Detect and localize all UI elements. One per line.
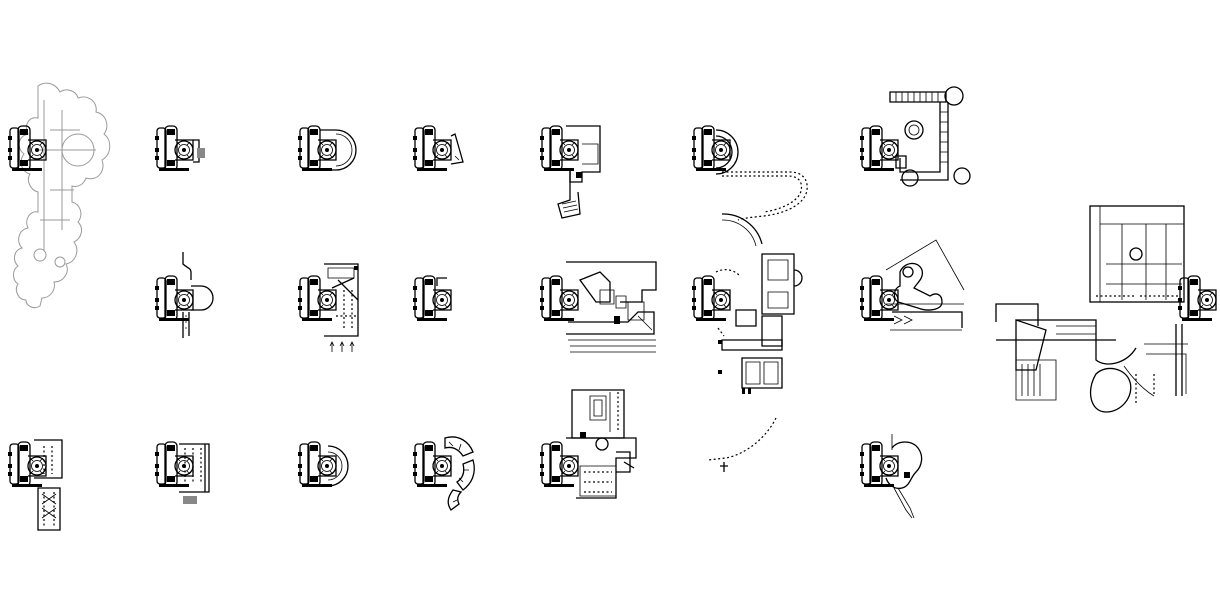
tower-wing-plan-icon bbox=[859, 86, 971, 187]
triangle-annex-plan-icon bbox=[412, 125, 464, 172]
organic-ramp-plan-icon bbox=[859, 239, 965, 331]
bare-core-plan-icon bbox=[412, 275, 452, 322]
square-court-plan-icon bbox=[154, 441, 210, 504]
fan-arc-plan-icon bbox=[412, 436, 475, 511]
cathedral-plan-icon bbox=[13, 82, 111, 309]
semicircle-dome-plan-icon bbox=[297, 441, 349, 488]
nave-extension-plan-icon bbox=[7, 439, 63, 531]
plan-r1c1 bbox=[7, 125, 47, 172]
courtyard-complex-plan-icon bbox=[539, 389, 637, 499]
pipe-annex-plan-icon bbox=[154, 252, 214, 338]
complex-block-plan-icon bbox=[539, 261, 657, 353]
colonnade-hook-plan-icon bbox=[691, 125, 808, 221]
urban-block-plan-icon bbox=[995, 205, 1188, 413]
small-annex-plan-icon bbox=[154, 125, 205, 172]
grid-hall-plan-icon bbox=[297, 263, 359, 352]
semicircle-annex-plan-icon bbox=[297, 125, 357, 172]
stepped-annex-plan-icon bbox=[539, 125, 601, 219]
blob-path-plan-icon bbox=[859, 434, 923, 519]
villa-complex-plan-icon bbox=[691, 213, 803, 472]
